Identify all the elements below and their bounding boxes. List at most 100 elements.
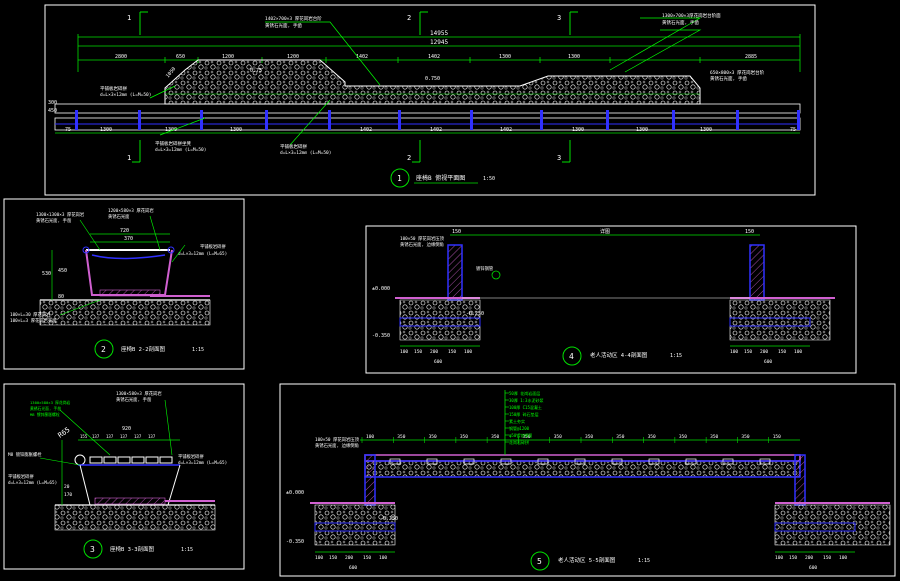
legend-entry: 100厚 C15混凝土 (509, 404, 542, 410)
note: d=L×3=12mm (L=M=50) (280, 150, 331, 156)
dim: 150 (744, 349, 752, 355)
dim: 350 (554, 434, 562, 440)
note: 100×L=3 厚花岗岩光面 (10, 317, 57, 324)
panel-title: 座椅B 俯视平面图 (416, 174, 465, 182)
dim: 350 (585, 434, 593, 440)
plan-notes: 1402×700×3 厚花岗岩台阶 黄锈石光面, 手凿 1300×700×3厚花… (100, 12, 765, 156)
note: d=L×3=12mm (L=M=65) (8, 480, 57, 486)
panel-3-frame (3, 383, 245, 570)
bottom-dim: 1402 (500, 127, 512, 133)
bottom-dim: 1300 (636, 127, 648, 133)
note: 100×50 厚花岗岩压顶 (400, 235, 445, 242)
elevation: ±0.000 (286, 490, 304, 496)
note: 100×50 厚花岗岩压顶 (315, 436, 360, 443)
bottom-dim: 1402 (360, 127, 372, 133)
note: 平铺板岩碎拼坐凳 (155, 140, 191, 147)
deck-fixing (574, 458, 586, 465)
dim: 100 (366, 434, 374, 440)
bottom-dim: 75 (790, 127, 796, 133)
panel-1-plan-view: 1 2 3 14955 12945 2800 (44, 4, 816, 196)
dim: 920 (122, 426, 131, 432)
detail-number-circle (83, 539, 103, 559)
dim: 350 (710, 434, 718, 440)
legend-entry: 花岗岩碎拼 (509, 439, 529, 445)
note: 1300×1300×3 厚花岗岩 (36, 211, 85, 218)
dim: 530 (42, 271, 51, 277)
panel-scale: 1:15 (670, 353, 682, 359)
detail-number-circle (562, 346, 582, 366)
dim: 155 (80, 434, 88, 439)
elevation: -0.350 (372, 333, 390, 339)
note: 黄锈石光面, 手凿 (116, 396, 152, 403)
panel-scale: 1:15 (192, 347, 204, 353)
detail-number-circle (390, 168, 410, 188)
dim: 600 (349, 565, 357, 571)
note: 1300×580×3 厚花岗岩 (116, 390, 162, 397)
dim: 150 (452, 229, 461, 235)
panel-4-section: 150 详图 150 ±0.000 -0.250 -0.350 100 150 … (365, 225, 857, 374)
dim: 600 (809, 565, 817, 571)
panel-title: 座椅B 3-3剖面图 (110, 545, 155, 553)
total-dimension: 14955 (430, 30, 448, 37)
note: 平铺板岩碎拼 (8, 473, 34, 480)
panel-number: 1 (397, 174, 402, 183)
dim: 600 (434, 359, 442, 365)
top-dim: 650 (176, 54, 185, 60)
panel-number: 2 (101, 345, 106, 354)
dim: 350 (679, 434, 687, 440)
dim: 150 (773, 434, 781, 440)
dim: 200 (760, 349, 768, 355)
sub-total-dimension: 12945 (430, 39, 448, 46)
legend-entry: 150厚 碎石垫层 (509, 411, 539, 417)
note: 平铺板岩碎拼 (200, 243, 226, 250)
top-dim: 1200 (287, 54, 299, 60)
panel-3-notes: 1300×580×3 厚花岗岩 黄锈石光面, 手凿 M8 镀锌膨胀螺栓 平铺板岩… (8, 390, 227, 486)
elevation: -0.250 (466, 311, 484, 317)
leader-lines (149, 17, 702, 146)
note: 1200×580×3 厚花岗岩 (108, 207, 154, 214)
radius-label: R65 (57, 426, 72, 440)
top-dim: 1300 (568, 54, 580, 60)
right-wall (794, 454, 806, 506)
dim: 150 (414, 349, 422, 355)
dim: 100 (730, 349, 738, 355)
elev-mark: 0.750 (425, 76, 440, 82)
detail-number-circle (94, 339, 114, 359)
panel-1-frame (44, 4, 816, 196)
dim: 350 (522, 434, 530, 440)
deck-fixing (537, 458, 549, 465)
angle-mark: 1050 (165, 66, 177, 79)
note: M8 镀锌膨胀螺栓 (8, 451, 42, 458)
deck-fixings (389, 458, 771, 465)
note: 1402×700×3 厚花岗岩台阶 (265, 15, 322, 22)
detail-number-circle (530, 551, 550, 571)
dim: 350 (429, 434, 437, 440)
dim: 137 (92, 434, 100, 439)
panel-scale: 1:15 (638, 558, 650, 564)
dim: 200 (805, 555, 813, 561)
panel-3-leaders (39, 399, 173, 466)
note: 100×L=30 厚花岗岩 (10, 311, 51, 318)
right-wall (749, 244, 765, 301)
panel-number: 5 (537, 557, 542, 566)
note: 黄锈石光面, 边缘倒角 (315, 442, 359, 449)
deck-fixing (500, 458, 512, 465)
panel-4-notes: 100×50 厚花岗岩压顶 黄锈石光面, 边缘倒角 镀锌钢管 (400, 235, 494, 272)
elevation: -0.250 (380, 516, 398, 522)
dim: 详图 (600, 228, 610, 235)
bottom-dim: 1402 (430, 127, 442, 133)
bottom-dim: 1300 (700, 127, 712, 133)
dim: 100 (315, 555, 323, 561)
dim: 350 (460, 434, 468, 440)
dim: 170 (64, 492, 72, 498)
top-dim: 1402 (428, 54, 440, 60)
dim: 150 (363, 555, 371, 561)
panel-title: 老人活动区 4-4剖面图 (590, 351, 648, 359)
note: d=L×3=12mm (L=M=65) (178, 251, 227, 257)
dim: 600 (764, 359, 772, 365)
dim: 100 (775, 555, 783, 561)
bottom-segment-dims: 75 1300 1300 1300 1402 1402 1402 1300 13… (65, 127, 796, 133)
side-dim: 300 (48, 100, 57, 106)
panel-3-section: 155 137 137 137 137 137 920 R65 20 170 (3, 383, 245, 570)
